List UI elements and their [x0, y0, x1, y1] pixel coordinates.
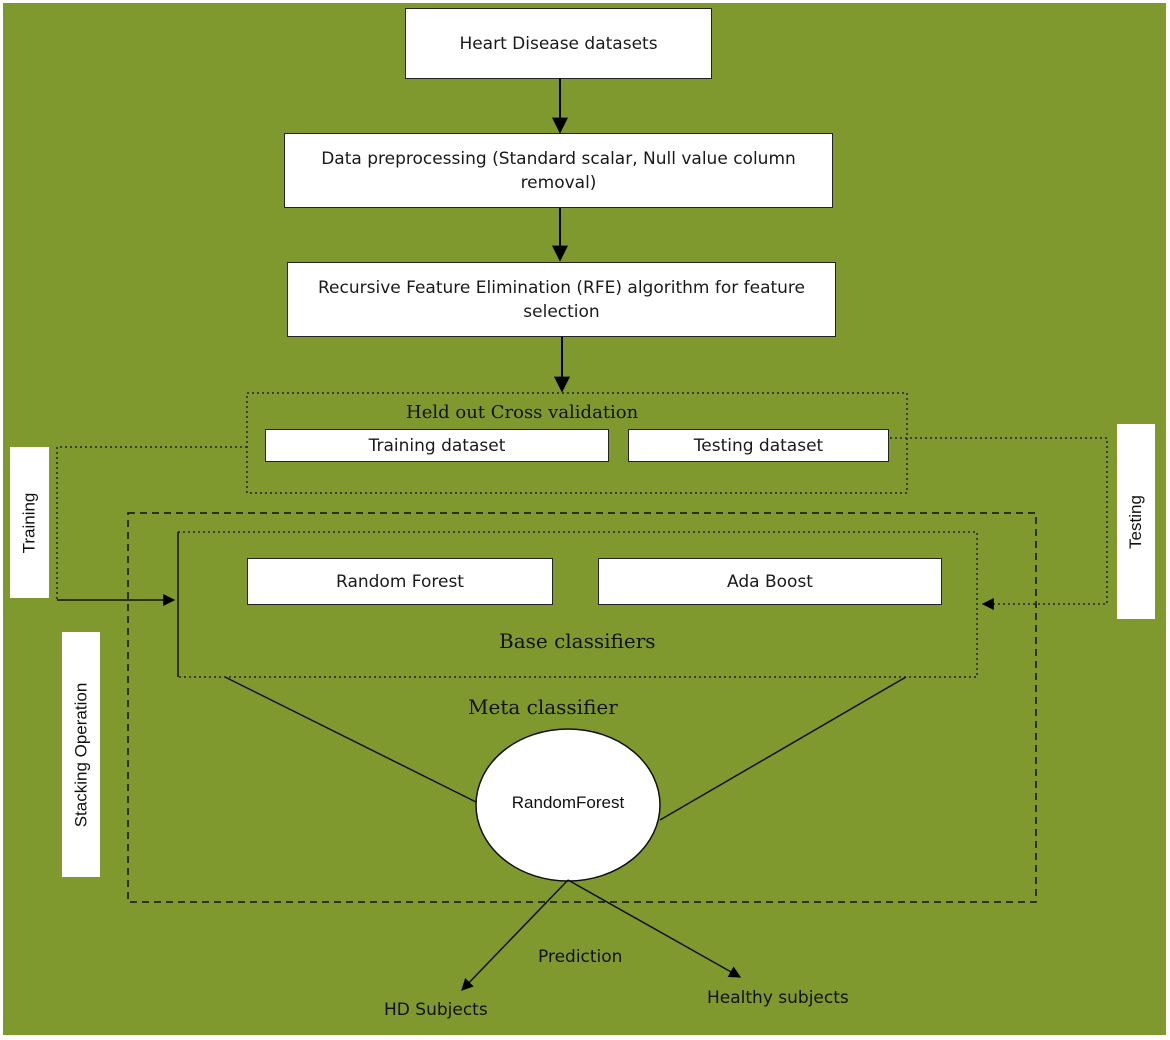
hd-subjects-label: HD Subjects [384, 1000, 488, 1020]
arrow-to-healthy-subjects [567, 879, 742, 978]
testing-dataset-box: Testing dataset [628, 429, 889, 462]
stacking-operation-side-text: Stacking Operation [71, 682, 90, 827]
line-base-to-meta-left [224, 676, 479, 804]
heart-disease-datasets-box: Heart Disease datasets [405, 8, 712, 79]
training-side-text: Training [19, 492, 39, 553]
prediction-label: Prediction [538, 947, 623, 967]
testing-side-label: Testing [1117, 424, 1155, 619]
arrow-to-hd-subjects [461, 879, 569, 991]
held-out-cv-title: Held out Cross validation [406, 402, 639, 423]
base-classifiers-title: Base classifiers [499, 629, 656, 653]
line-base-to-meta-right [659, 676, 907, 821]
rfe-box: Recursive Feature Elimination (RFE) algo… [287, 262, 836, 337]
meta-model-label: RandomForest [511, 793, 625, 812]
ada-boost-label: Ada Boost [727, 571, 813, 592]
data-preprocessing-label: Data preprocessing (Standard scalar, Nul… [321, 148, 796, 193]
training-side-label: Training [10, 447, 49, 598]
random-forest-label: Random Forest [336, 571, 464, 592]
training-path [56, 446, 247, 600]
random-forest-box: Random Forest [247, 558, 553, 605]
stacking-operation-side-label: Stacking Operation [62, 632, 100, 877]
testing-path [890, 437, 1108, 610]
healthy-subjects-label: Healthy subjects [707, 988, 849, 1008]
heart-disease-datasets-label: Heart Disease datasets [459, 33, 658, 54]
training-dataset-box: Training dataset [265, 429, 609, 462]
held-out-cv-region [246, 392, 908, 494]
training-dataset-label: Training dataset [368, 435, 506, 456]
base-classifiers-region [178, 531, 978, 678]
testing-dataset-label: Testing dataset [693, 435, 824, 456]
data-preprocessing-box: Data preprocessing (Standard scalar, Nul… [284, 133, 833, 208]
rfe-label: Recursive Feature Elimination (RFE) algo… [318, 277, 805, 322]
meta-classifier-title: Meta classifier [468, 695, 618, 719]
testing-side-text: Testing [1126, 494, 1145, 549]
ada-boost-box: Ada Boost [598, 558, 942, 605]
